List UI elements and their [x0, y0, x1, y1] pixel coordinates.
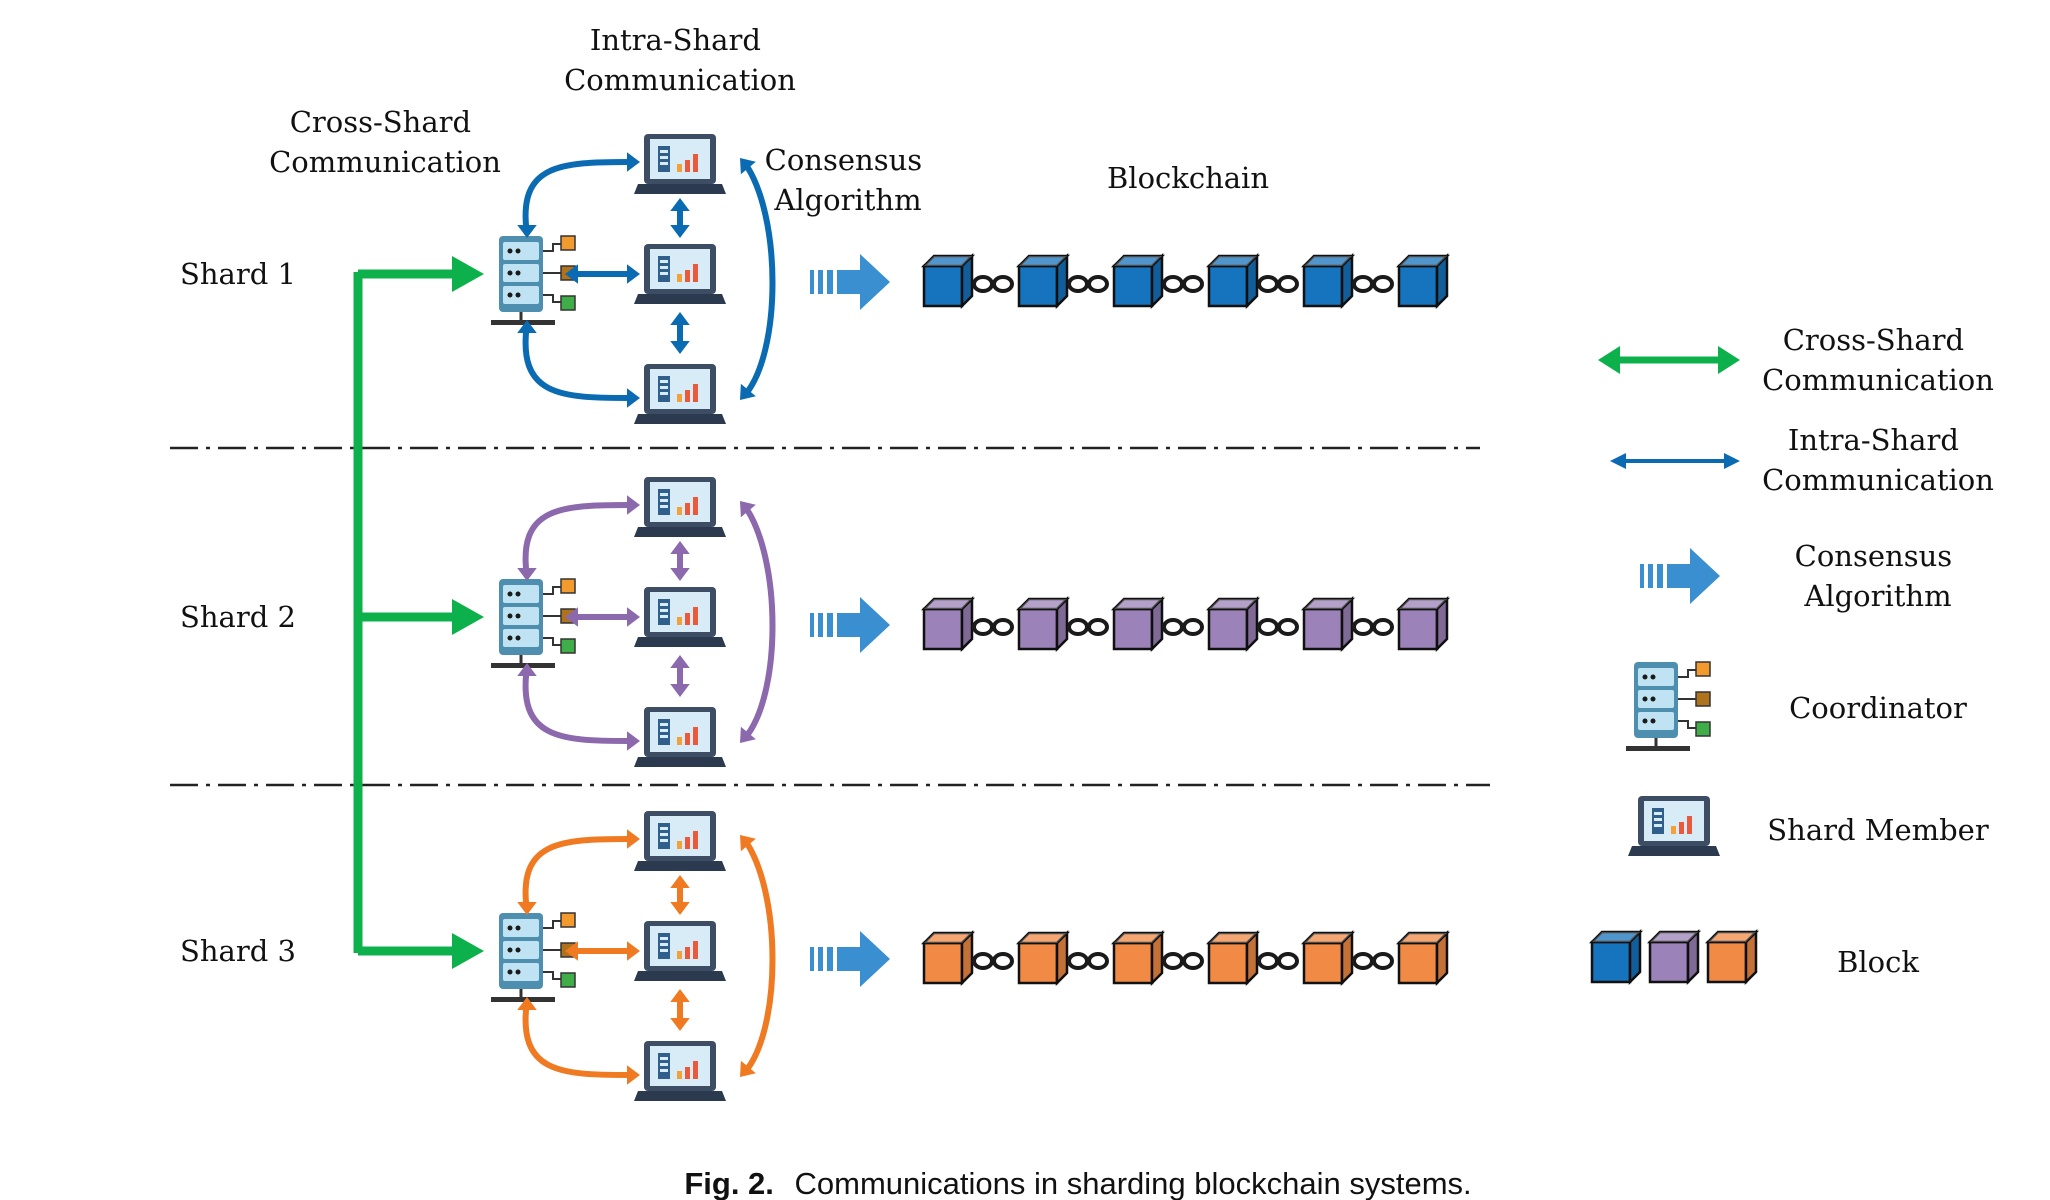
block-icon: [1112, 254, 1164, 308]
block-icon: [1397, 931, 1449, 985]
laptop-icon: [634, 134, 726, 194]
consensus-arrow-icon: [810, 254, 890, 310]
chain-link-icon: [1067, 275, 1109, 293]
legend-block-text: Block: [1837, 945, 1919, 979]
block-icon: [1302, 597, 1354, 651]
chain-link-icon: [1352, 275, 1394, 293]
legend-coordinator-text: Coordinator: [1789, 691, 1967, 725]
intra-shard-label: Intra-Shard Communication: [564, 23, 796, 97]
chain-link-icon: [1162, 275, 1204, 293]
block-icon: [922, 597, 974, 651]
shard-label: Shard 3: [180, 934, 296, 968]
shard-2: Shard 2: [180, 477, 1449, 767]
legend-intra-shard-text: Intra-Shard Communication: [1762, 423, 1994, 497]
caption-prefix: Fig. 2.: [684, 1166, 774, 1200]
block-icon: [922, 254, 974, 308]
block-icon: [1112, 597, 1164, 651]
chain-link-icon: [1352, 618, 1394, 636]
blockchain-label: Blockchain: [1107, 161, 1269, 195]
cross-shard-links: [353, 256, 484, 969]
legend-shard-member-text: Shard Member: [1767, 813, 1989, 847]
laptop-icon: [634, 244, 726, 304]
chain-link-icon: [972, 618, 1014, 636]
consensus-arrow-icon: [1640, 548, 1720, 604]
chain-link-icon: [1162, 952, 1204, 970]
legend-cross-shard-text: Cross-Shard Communication: [1762, 323, 1994, 397]
laptop-icon: [634, 364, 726, 424]
cross-shard-label: Cross-Shard Communication: [269, 105, 501, 179]
laptop-icon: [634, 1041, 726, 1101]
consensus-label: Consensus Algorithm: [765, 143, 932, 217]
legend-consensus-text: Consensus Algorithm: [1795, 539, 1962, 613]
server-icon: [489, 911, 577, 1004]
shard-label: Shard 1: [180, 257, 296, 291]
chain-link-icon: [972, 952, 1014, 970]
consensus-arrow-icon: [810, 931, 890, 987]
block-icon: [1017, 931, 1069, 985]
figure-caption: Fig. 2. Communications in sharding block…: [684, 1166, 1471, 1200]
chain-link-icon: [1067, 618, 1109, 636]
caption-text: Communications in sharding blockchain sy…: [795, 1166, 1472, 1200]
block-icon: [1017, 597, 1069, 651]
shard-1: Shard 1: [180, 134, 1449, 424]
block-icon: [1207, 597, 1259, 651]
shard-label: Shard 2: [180, 600, 296, 634]
laptop-icon: [634, 477, 726, 537]
consensus-arrow-icon: [810, 597, 890, 653]
legend-intra-shard-arrow: [1610, 453, 1740, 469]
chain-link-icon: [1257, 952, 1299, 970]
block-icon: [1302, 931, 1354, 985]
shards: Shard 1 Shard 2 Shard 3: [180, 134, 1449, 1101]
intra-shard-links: [517, 829, 776, 1085]
block-icon: [1112, 931, 1164, 985]
blockchain-chain: [922, 931, 1449, 985]
blockchain-chain: [922, 254, 1449, 308]
server-icon: [489, 577, 577, 670]
block-icon: [1397, 597, 1449, 651]
block-icon: [1590, 930, 1642, 984]
laptop-icon: [1628, 796, 1720, 856]
block-icon: [1302, 254, 1354, 308]
intra-shard-links: [517, 152, 776, 408]
chain-link-icon: [1257, 618, 1299, 636]
server-icon: [1624, 660, 1712, 753]
laptop-icon: [634, 707, 726, 767]
blockchain-chain: [922, 597, 1449, 651]
block-icon: [922, 931, 974, 985]
legend-cross-shard-arrow: [1598, 346, 1740, 374]
laptop-icon: [634, 587, 726, 647]
legend: Cross-Shard Communication Intra-Shard Co…: [1590, 323, 1994, 984]
intra-shard-links: [517, 495, 776, 751]
block-icon: [1017, 254, 1069, 308]
chain-link-icon: [1257, 275, 1299, 293]
server-icon: [489, 234, 577, 327]
chain-link-icon: [972, 275, 1014, 293]
block-icon: [1397, 254, 1449, 308]
block-icon: [1207, 931, 1259, 985]
shard-3: Shard 3: [180, 811, 1449, 1101]
block-icon: [1648, 930, 1700, 984]
block-icon: [1207, 254, 1259, 308]
laptop-icon: [634, 921, 726, 981]
chain-link-icon: [1352, 952, 1394, 970]
laptop-icon: [634, 811, 726, 871]
chain-link-icon: [1067, 952, 1109, 970]
chain-link-icon: [1162, 618, 1204, 636]
block-icon: [1706, 930, 1758, 984]
